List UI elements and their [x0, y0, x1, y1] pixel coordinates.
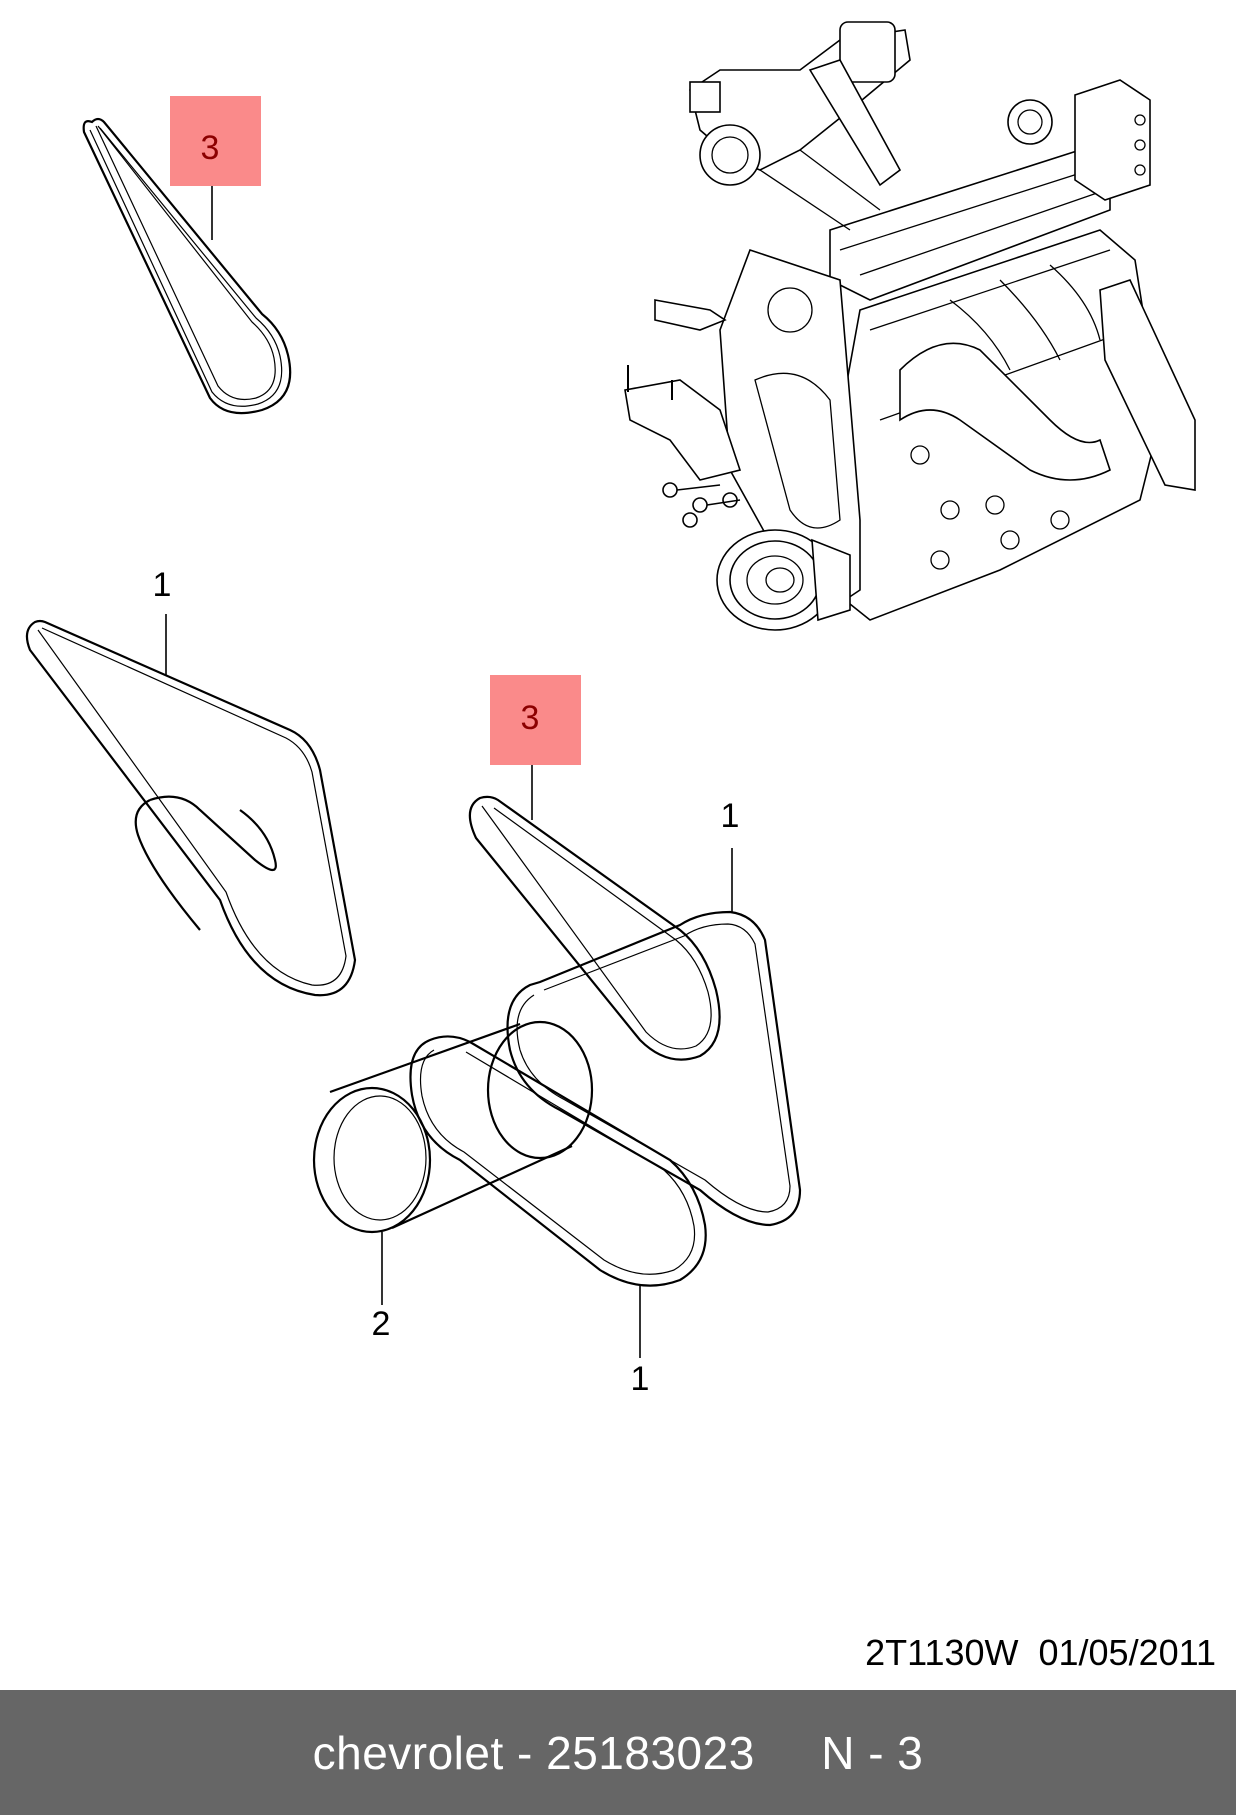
belt-part-3-top [82, 117, 292, 415]
callout-1-bottom-label: 1 [631, 1360, 650, 1398]
engine-illustration [624, 21, 1196, 631]
callout-3-highlight-top [170, 96, 261, 186]
belt-part-1-right [506, 910, 802, 1227]
callout-3-highlight-center [490, 675, 581, 765]
belt-part-1-left [25, 619, 357, 997]
callout-1-right-top-label: 1 [721, 797, 740, 835]
callout-2-label: 2 [372, 1305, 391, 1343]
drawing-code: 2T1130W 01/05/2011 [865, 1632, 1216, 1673]
belt-part-3-center [468, 795, 721, 1061]
parts-diagram: 3 [25, 21, 1196, 1398]
callout-3-top-label: 3 [201, 129, 220, 167]
pulley-part-2 [312, 1020, 594, 1234]
callout-1-left-label: 1 [153, 566, 172, 604]
footer-text: chevrolet - 25183023 N - 3 [312, 1726, 924, 1779]
callout-3-center-label: 3 [521, 699, 540, 737]
footer-bar: chevrolet - 25183023 N - 3 [0, 1690, 1236, 1815]
belt-part-1-bottom [409, 1035, 707, 1287]
